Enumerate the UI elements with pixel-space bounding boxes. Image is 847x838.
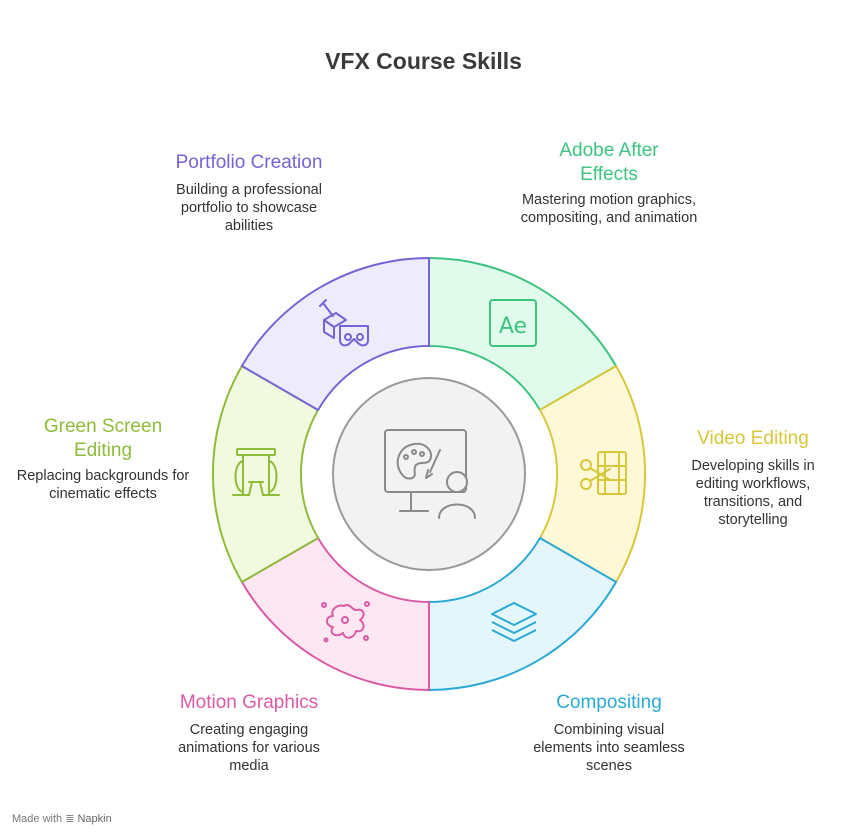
description-compositing: Combining visual elements into seamless … [533, 722, 685, 774]
heading-motion-graphics: Motion Graphics [179, 692, 319, 713]
footer-attribution: Made with ≣ Napkin [12, 812, 112, 825]
heading-portfolio-creation: Portfolio Creation [175, 152, 323, 173]
description-motion-graphics: Creating engaging animations for various… [178, 722, 320, 774]
heading-video-editing: Video Editing [697, 428, 809, 449]
paint-splash-icon [321, 601, 370, 643]
heading-compositing: Compositing [556, 692, 662, 713]
label-motion-graphics: Motion Graphics Creating engaging animat… [157, 691, 341, 775]
film-scissors-icon [580, 451, 627, 495]
portfolio-tools-icon [319, 299, 369, 347]
svg-text:Ae: Ae [499, 314, 527, 339]
label-compositing: Compositing Combining visual elements in… [517, 691, 701, 775]
layers-icon [491, 602, 537, 642]
label-green-screen-editing: Green Screen Editing Replacing backgroun… [12, 415, 194, 503]
napkin-logo-icon: ≣ [65, 813, 75, 825]
segment-portfolio [240, 257, 430, 411]
center-hub [332, 377, 526, 571]
after-effects-icon: Ae [489, 299, 537, 347]
digital-artist-icon [384, 429, 476, 519]
green-screen-stand-icon [232, 448, 280, 496]
label-video-editing: Video Editing Developing skills in editi… [672, 427, 834, 529]
description-green-screen-editing: Replacing backgrounds for cinematic effe… [16, 468, 190, 502]
footer-brand: Napkin [77, 813, 112, 825]
label-adobe-after-effects: Adobe After Effects Mastering motion gra… [517, 139, 701, 227]
description-video-editing: Developing skills in editing workflows, … [691, 458, 815, 528]
page-title: VFX Course Skills [325, 48, 522, 74]
description-adobe-after-effects: Mastering motion graphics, compositing, … [520, 192, 698, 226]
footer-made-with: Made with [12, 813, 63, 825]
description-portfolio-creation: Building a professional portfolio to sho… [176, 182, 322, 234]
heading-adobe-after-effects: Adobe After Effects [559, 140, 659, 185]
heading-green-screen-editing: Green Screen Editing [43, 416, 163, 461]
label-portfolio-creation: Portfolio Creation Building a profession… [157, 151, 341, 235]
